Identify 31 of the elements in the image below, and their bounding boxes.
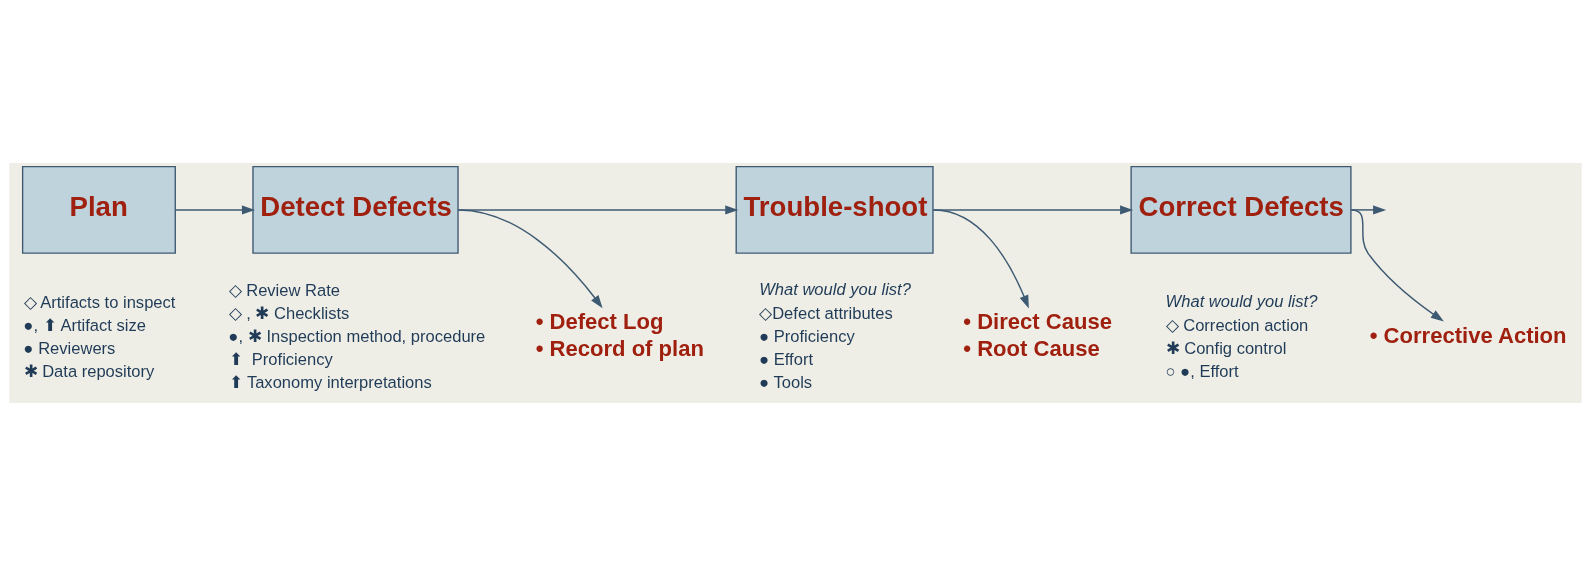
node-label: ✱ Config control (1165, 338, 1287, 358)
arrow (1350, 209, 1444, 322)
arrow (174, 205, 255, 215)
node-label: ○ ●, Effort (1165, 361, 1239, 381)
node-label: ◇ , ✱ Checklists (228, 303, 350, 323)
node-label: ◇ Artifacts to inspect (23, 292, 176, 312)
node-label: ◇ Correction action (1165, 315, 1309, 335)
node-label: ◇Defect attributes (759, 303, 893, 323)
node-label: What would you list? (1165, 291, 1318, 311)
arrow (933, 209, 1029, 309)
arrow (932, 205, 1134, 215)
node-label: ◇ Review Rate (228, 280, 341, 300)
node-box: Detect Defects (252, 166, 459, 254)
node-label: ●, ⬆ Artifact size (23, 315, 146, 335)
node-box: Plan (21, 166, 176, 254)
node-label: ● Proficiency (759, 326, 855, 346)
node-label: ⬆ Taxonomy interpretations (228, 372, 432, 392)
arrow (1350, 205, 1387, 215)
node-text: • Direct Cause • Root Cause (963, 308, 1112, 362)
node-label: ● Effort (759, 349, 814, 369)
node-label: ● Reviewers (23, 338, 116, 358)
node-text: • Corrective Action (1369, 322, 1567, 348)
node-label: What would you list? (759, 279, 911, 299)
node-box: Correct Defects (1130, 166, 1352, 254)
node-label: ⬆ Proficiency (228, 349, 333, 369)
node-label: ●, ✱ Inspection method, procedure (228, 326, 486, 346)
node-label: ● Tools (759, 372, 813, 392)
node-label: ✱ Data repository (23, 361, 155, 381)
node-text: • Defect Log • Record of plan (535, 308, 704, 362)
node-box: Trouble-shoot (735, 166, 934, 254)
arrow (457, 209, 603, 309)
